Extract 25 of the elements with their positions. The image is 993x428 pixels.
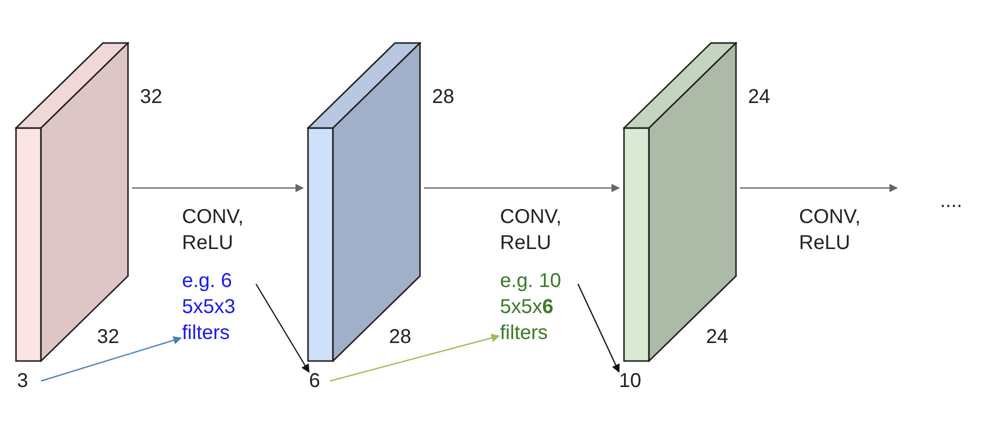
arrow xyxy=(424,184,620,192)
edge-label: CONV, ReLU xyxy=(182,205,245,256)
filter-note: e.g. 10 5x5x6 filters xyxy=(500,268,584,346)
depth-label: 3 xyxy=(17,368,39,394)
edge-label: CONV, ReLU xyxy=(500,205,563,256)
arrow xyxy=(132,184,304,192)
depth-label: 10 xyxy=(619,368,647,394)
dimension-label: 32 xyxy=(140,85,162,110)
arrow xyxy=(740,184,898,192)
arrow xyxy=(577,284,620,373)
filter-note: e.g. 6 5x5x3 filters xyxy=(182,268,260,346)
dimension-label: 24 xyxy=(706,325,728,350)
arrow xyxy=(255,284,310,373)
volume-block xyxy=(307,42,421,362)
dimension-label: 28 xyxy=(432,85,454,110)
arrow xyxy=(330,334,500,382)
depth-label: 6 xyxy=(309,368,331,394)
volume-block xyxy=(15,42,129,362)
arrow xyxy=(40,336,182,382)
edge-label: CONV, ReLU xyxy=(799,205,862,256)
ellipsis: .... xyxy=(940,189,962,214)
dimension-label: 28 xyxy=(389,325,412,350)
volume-block xyxy=(623,42,737,362)
dimension-label: 32 xyxy=(97,325,120,350)
dimension-label: 24 xyxy=(748,85,770,110)
